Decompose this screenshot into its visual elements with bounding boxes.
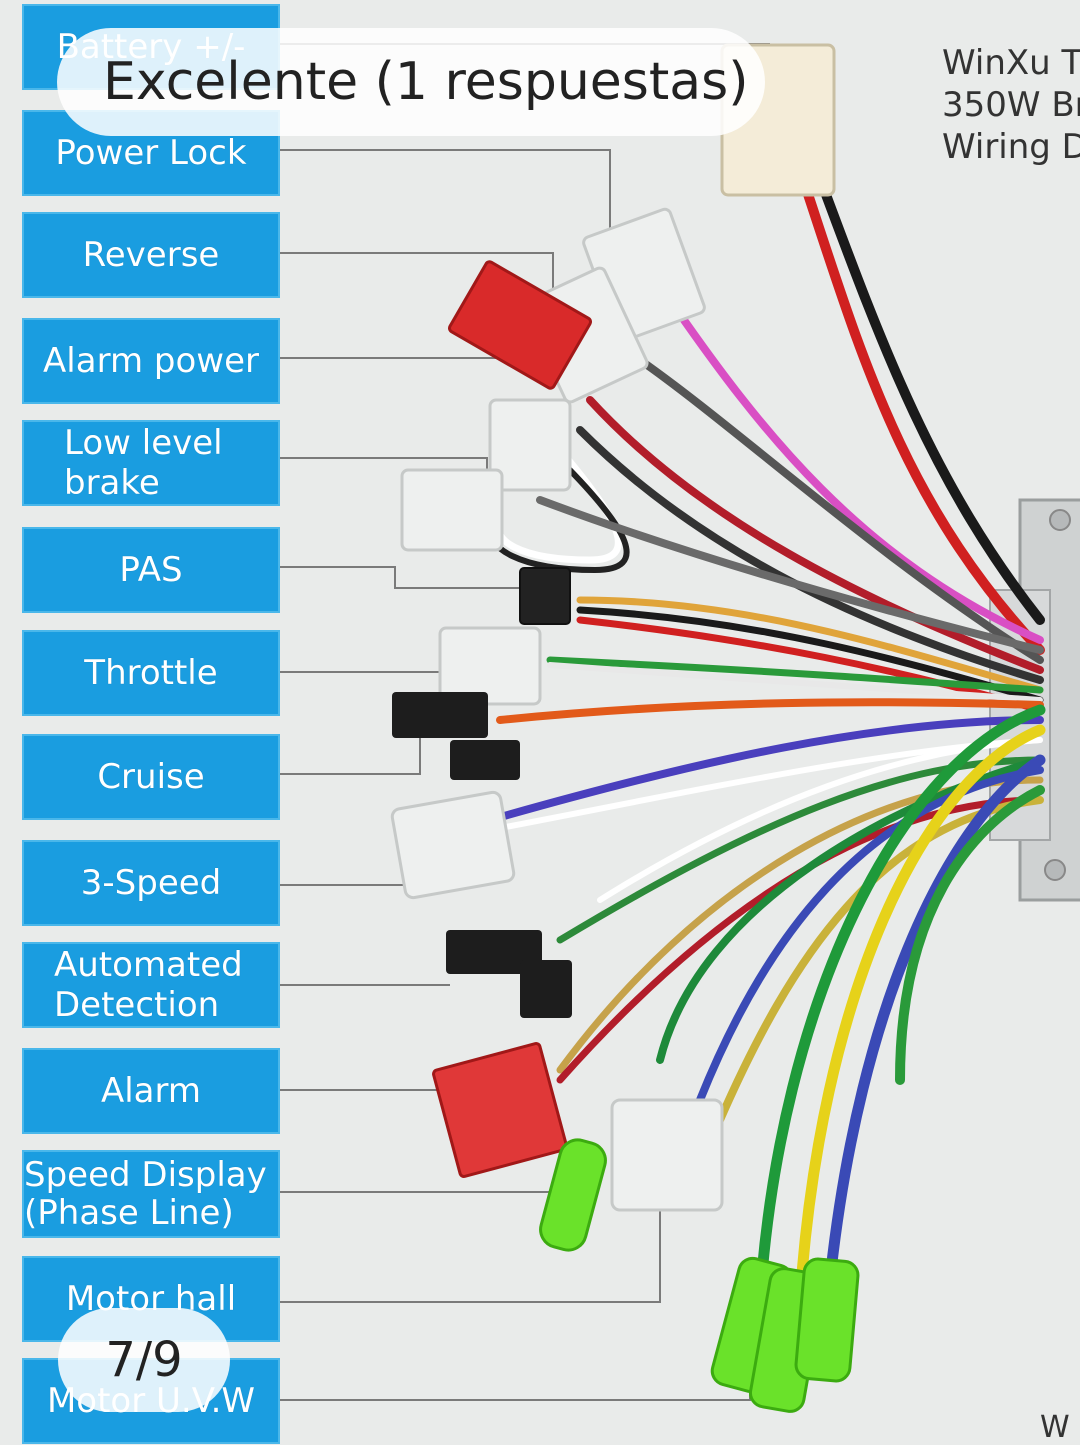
label-alarm: Alarm [22,1048,280,1134]
footer-partial-text: W [1040,1410,1070,1445]
label-alarm-power: Alarm power [22,318,280,404]
label-reverse: Reverse [22,212,280,298]
label-throttle: Throttle [22,630,280,716]
label-speed-display: Speed Display(Phase Line) [22,1150,280,1238]
label-cruise: Cruise [22,734,280,820]
pager-text: 7/9 [105,1332,183,1388]
image-pager: 7/9 [58,1308,230,1412]
wires [486,160,1046,1306]
connectors [390,43,860,1413]
diagram-title: WinXu T 350W Br Wiring D [942,43,1080,167]
label-3-speed: 3-Speed [22,840,280,926]
rating-toast[interactable]: Excelente (1 respuestas) [57,28,765,136]
rating-toast-text: Excelente (1 respuestas) [103,52,749,112]
label-pas: PAS [22,527,280,613]
